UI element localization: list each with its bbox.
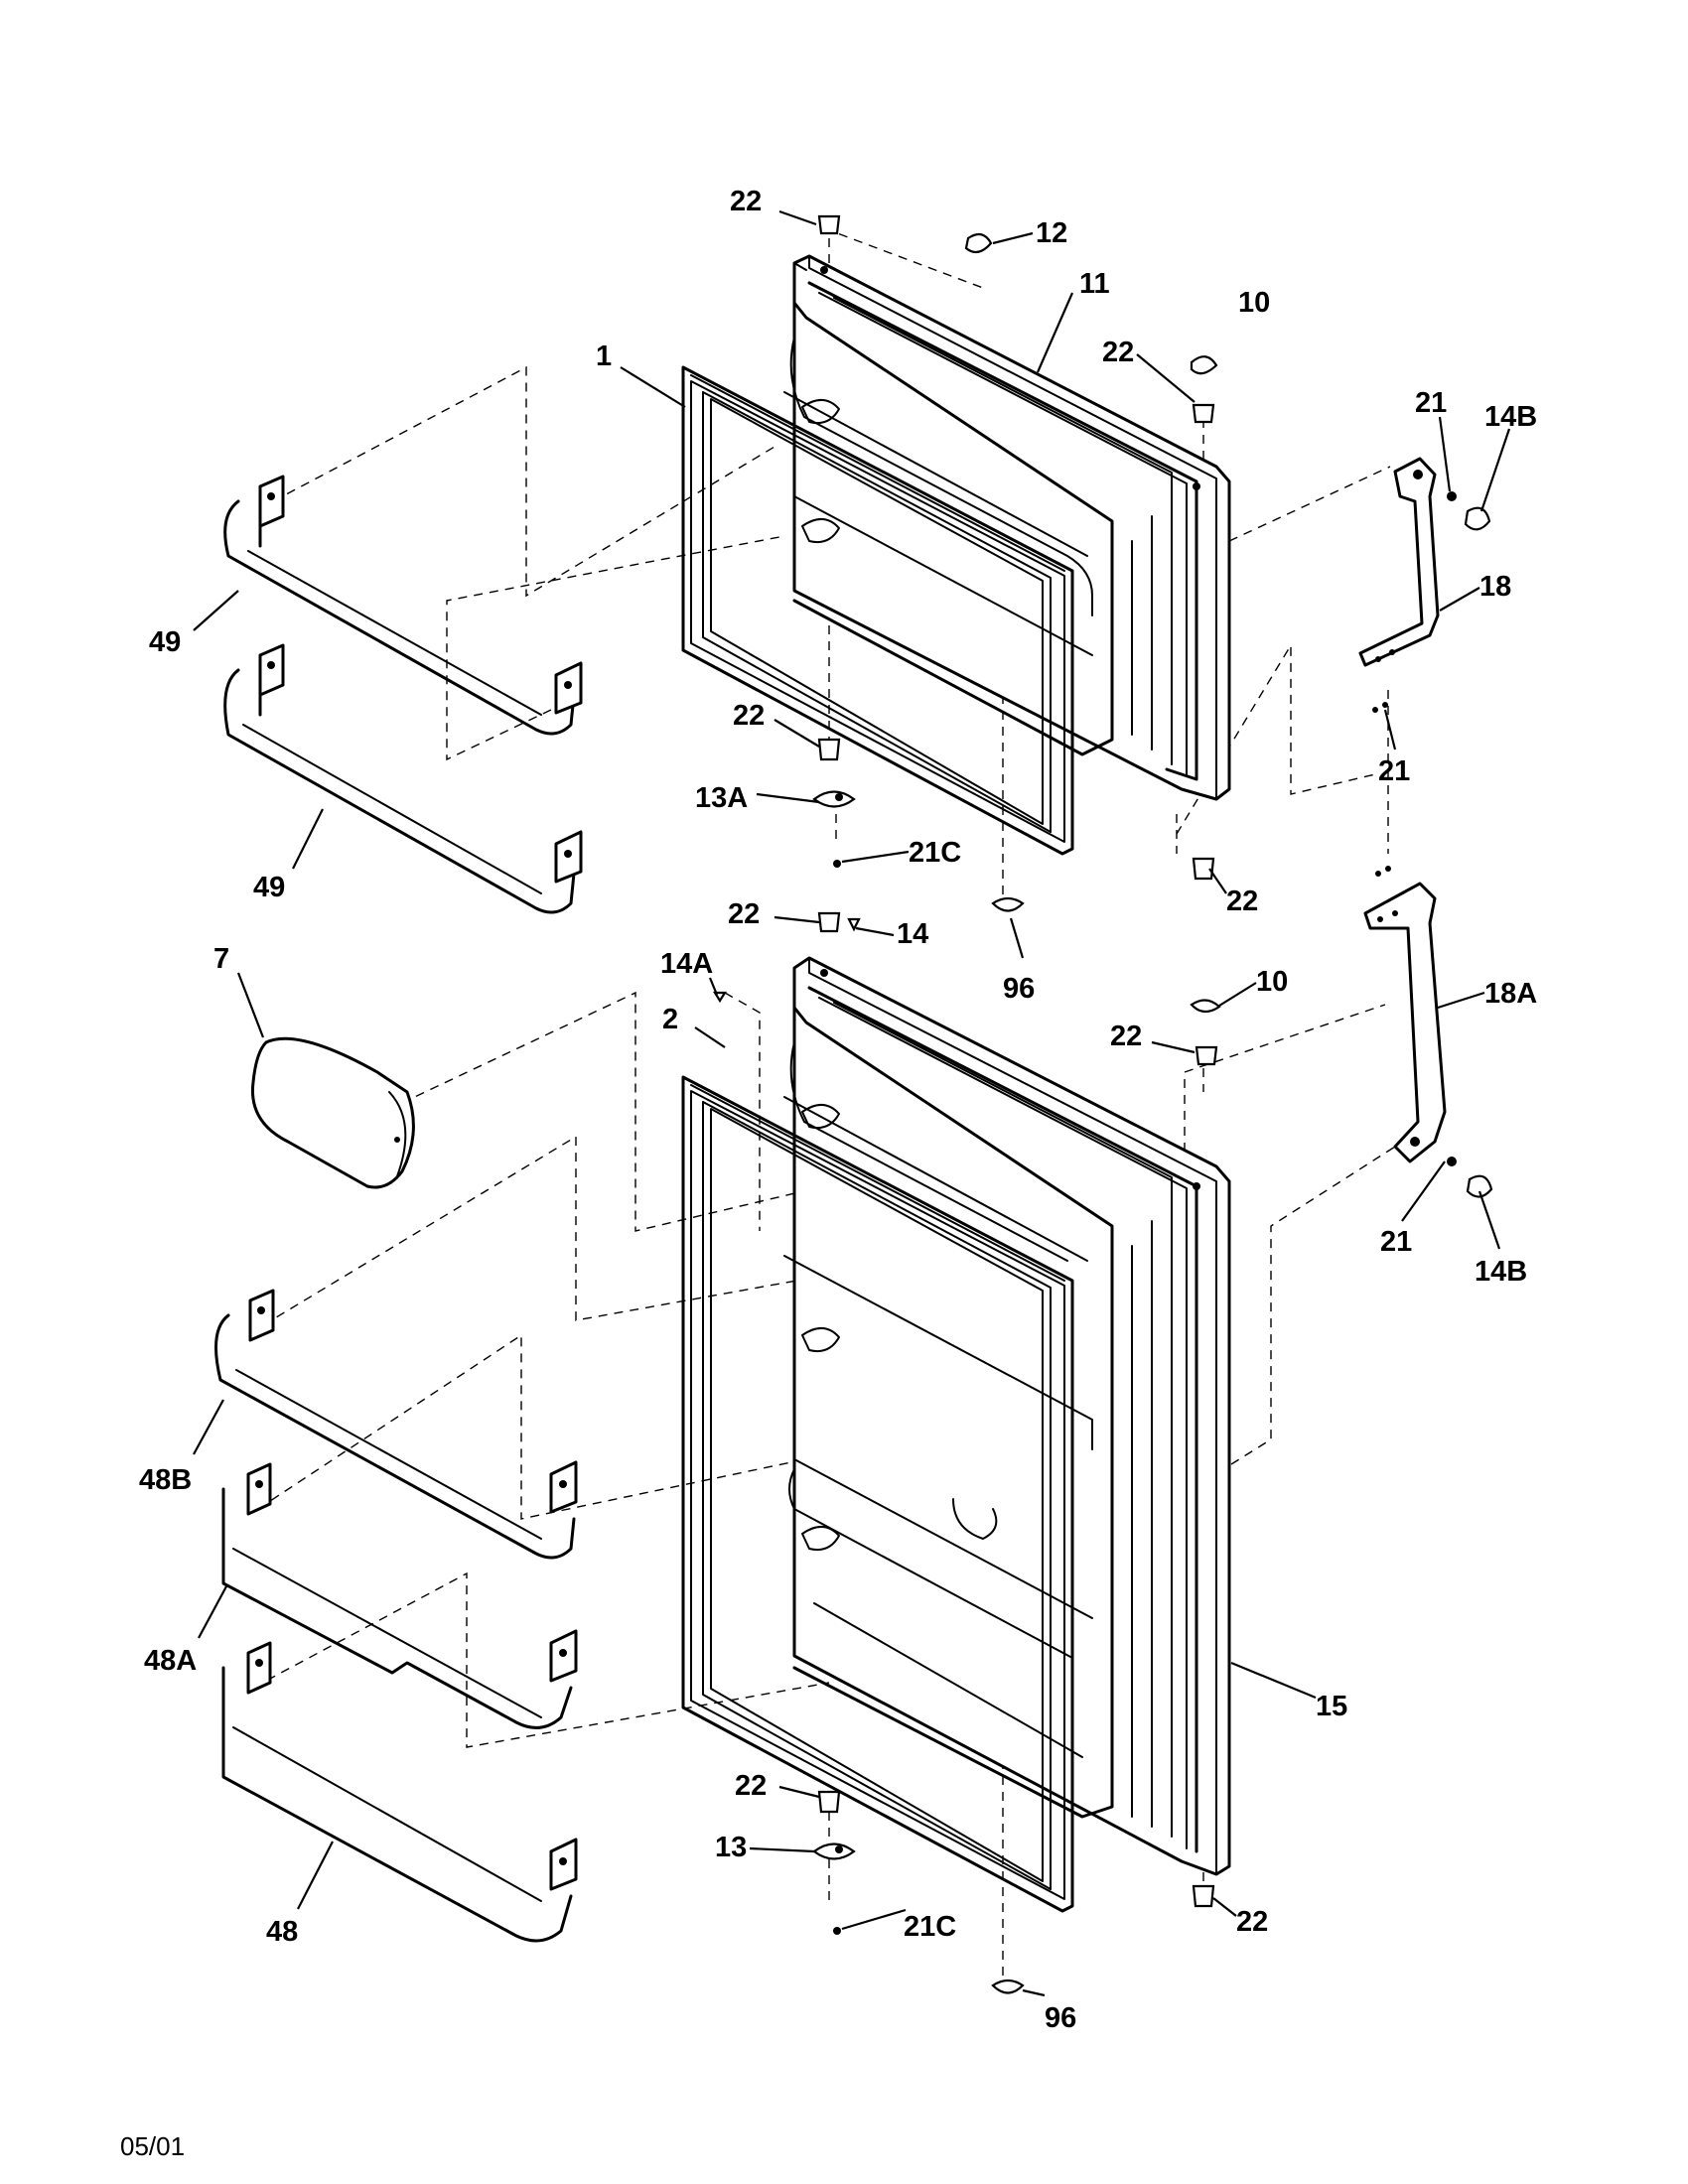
callout-10: 10 [1238,287,1270,319]
callout-labels: 22 12 11 10 22 1 21 14B 18 49 22 13A 21C… [139,186,1537,2034]
callout-12: 12 [1036,217,1067,249]
callout-21C: 21C [904,1911,956,1943]
callout-22: 22 [730,186,762,217]
callout-96: 96 [1003,973,1035,1005]
callout-49: 49 [149,626,181,658]
callout-13A: 13A [695,782,748,814]
callout-21: 21 [1378,755,1410,787]
callout-18A: 18A [1484,978,1537,1010]
door-shelf-48 [221,1641,578,1943]
callout-1: 1 [596,341,612,372]
callout-48B: 48B [139,1464,192,1496]
callout-48A: 48A [144,1645,197,1677]
fresh-food-handle [1363,882,1447,1163]
callout-13: 13 [715,1832,747,1863]
callout-2: 2 [662,1004,678,1035]
freezer-gasket [681,365,1074,856]
callout-14B: 14B [1484,401,1537,433]
callout-18: 18 [1479,571,1511,603]
callout-14B: 14B [1475,1256,1527,1288]
callout-22: 22 [728,898,760,930]
door-shelf-49-lower [223,643,583,914]
callout-22: 22 [733,700,765,732]
callout-22: 22 [1110,1021,1142,1052]
callout-21C: 21C [909,837,961,869]
callout-22: 22 [1226,886,1258,917]
callout-22: 22 [1102,337,1134,368]
door-shelf-48A [221,1462,578,1729]
date-code: 05/01 [120,2131,186,2161]
callout-22: 22 [1236,1906,1268,1938]
freezer-door [783,254,1231,801]
callout-21: 21 [1415,387,1447,419]
hardware [713,214,1493,1994]
fresh-food-door [783,956,1231,1876]
callout-11: 11 [1079,268,1110,300]
door-shelf-49-upper [223,475,583,736]
callout-22: 22 [735,1770,767,1802]
callout-14A: 14A [660,948,713,980]
callout-7: 7 [213,943,229,975]
callout-48: 48 [266,1916,298,1948]
leader-lines [193,209,1511,1997]
callout-21: 21 [1380,1226,1412,1258]
callout-96: 96 [1045,2002,1076,2034]
dairy-cover [250,1036,415,1189]
callout-14: 14 [897,918,928,950]
callout-15: 15 [1316,1691,1347,1722]
freezer-handle [1358,457,1440,667]
callout-49: 49 [253,872,285,903]
fresh-food-gasket [681,1075,1074,1913]
door-shelf-48B [214,1289,578,1560]
callout-10: 10 [1256,966,1288,998]
